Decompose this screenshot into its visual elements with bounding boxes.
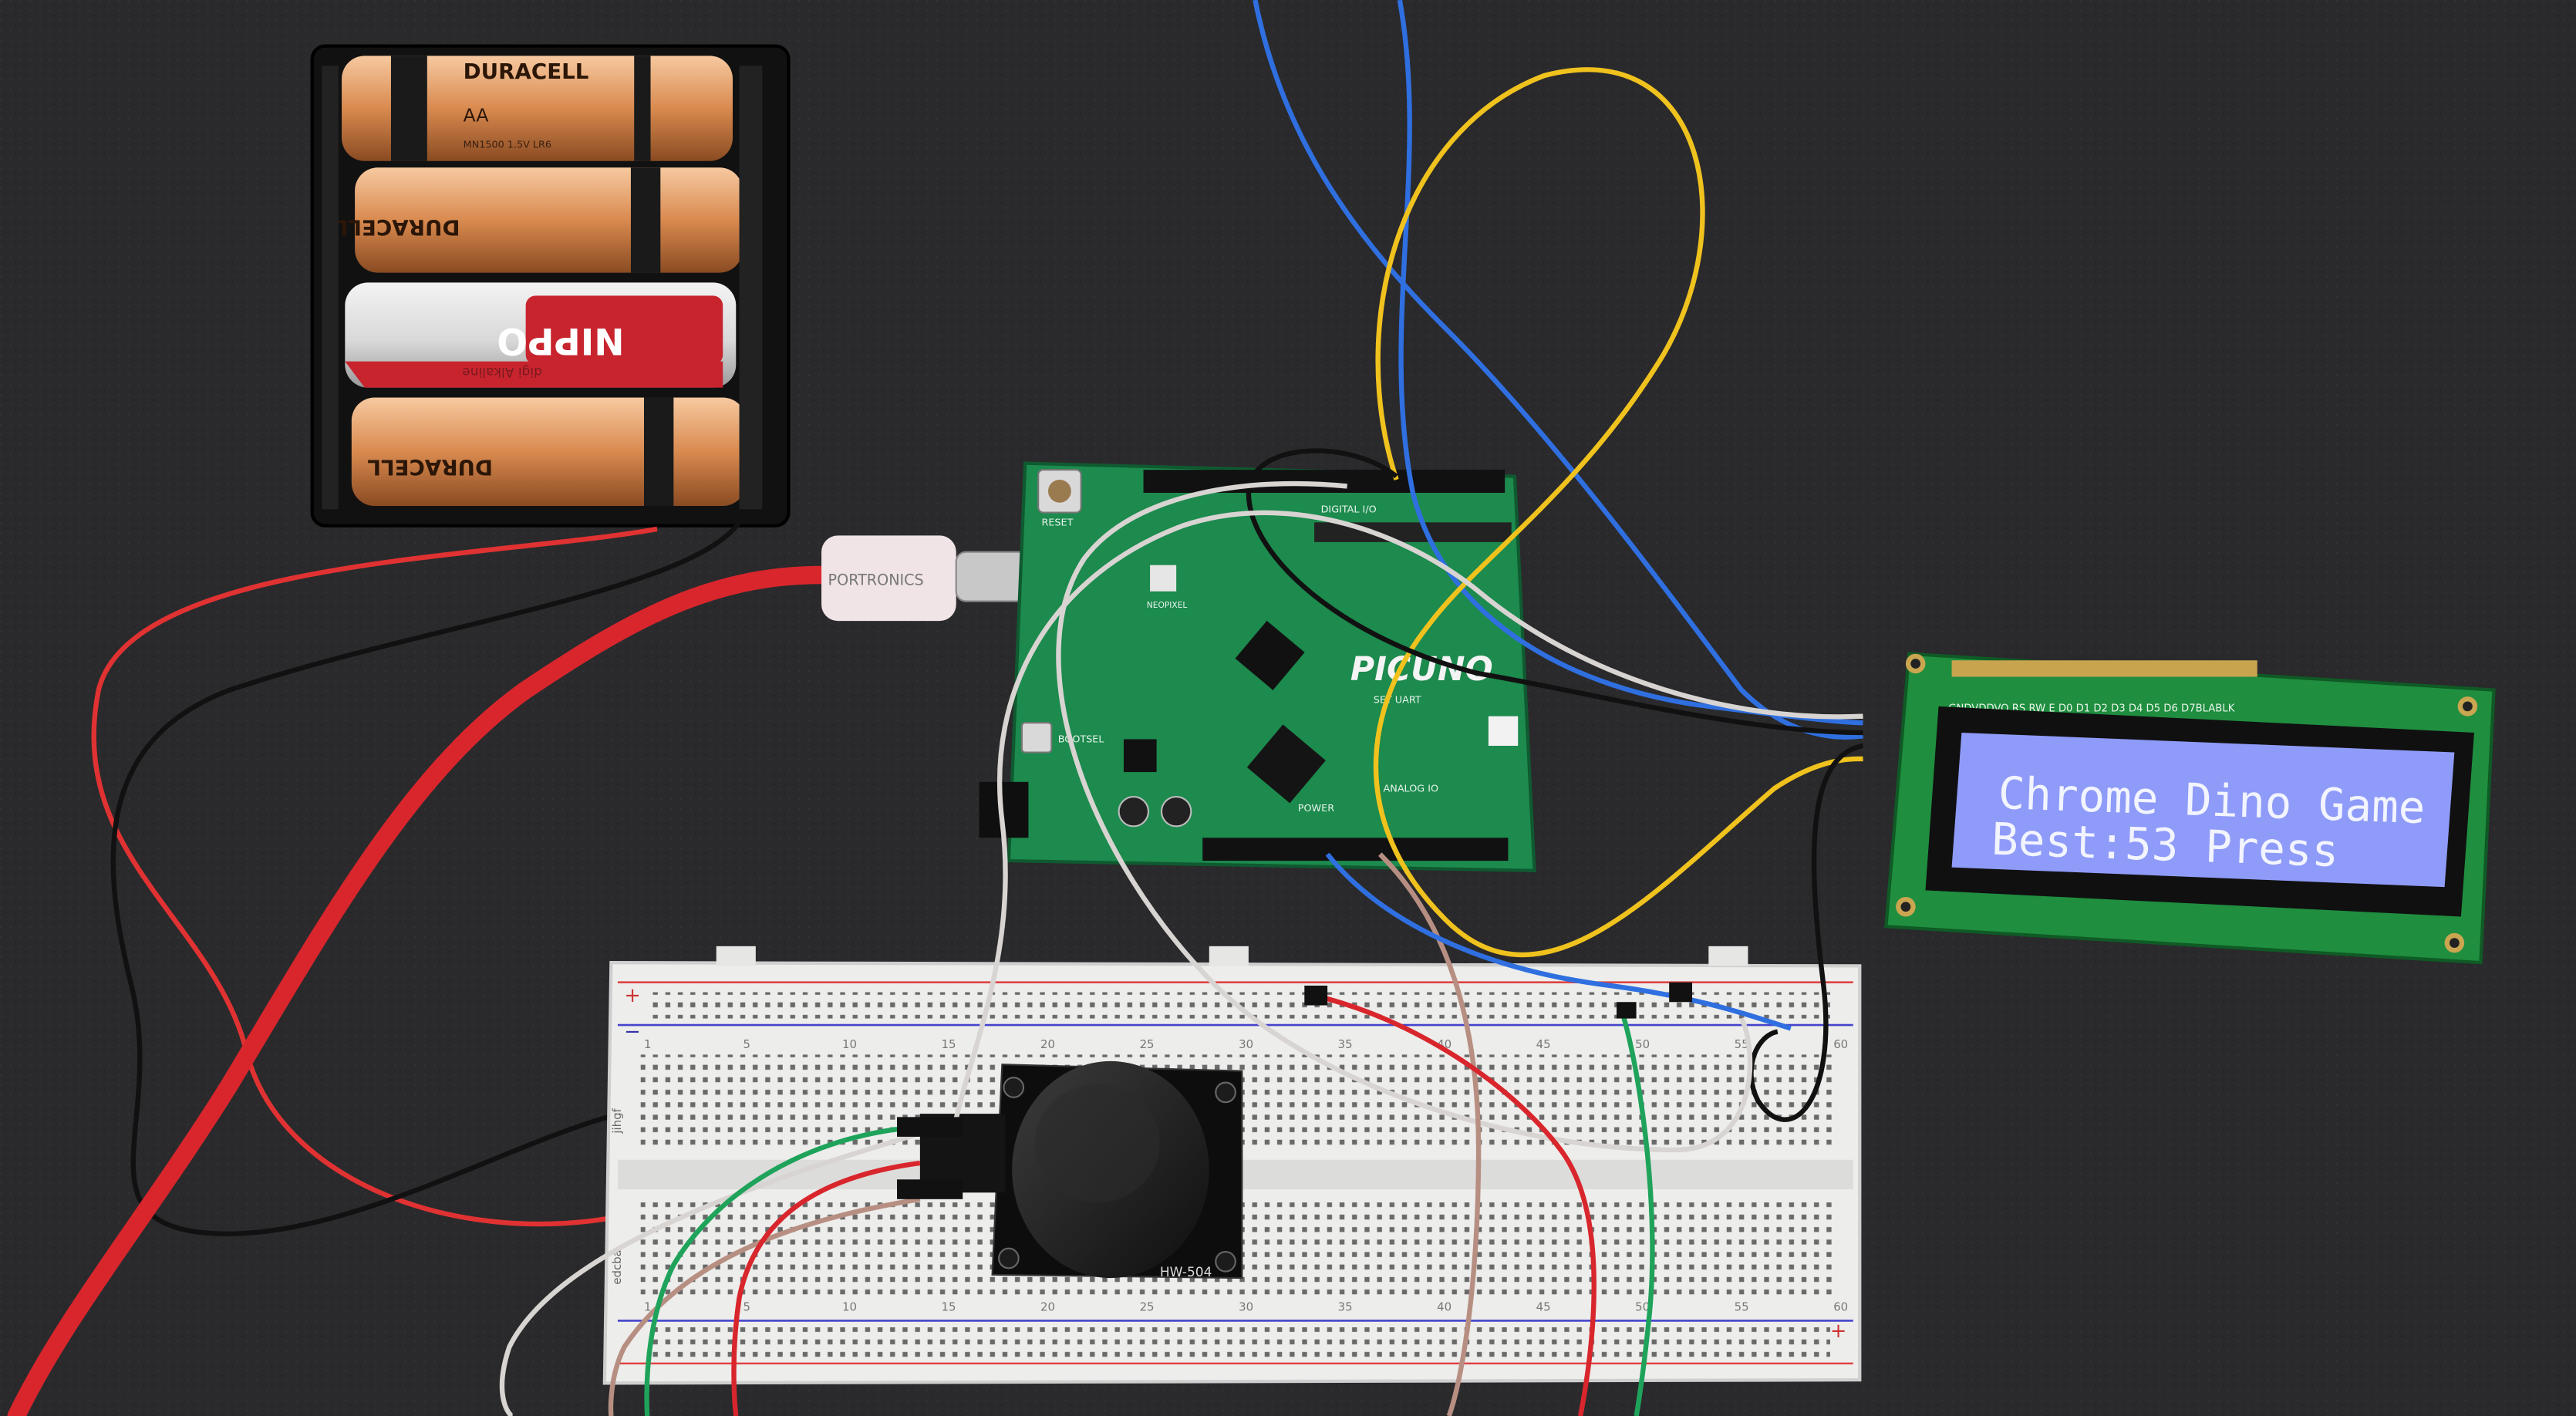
column-number: 55	[1735, 1037, 1749, 1051]
wire-brown	[1378, 852, 1482, 1416]
lcd-line-2: Best:53 Press	[1991, 814, 2339, 878]
joystick-module[interactable]: HW-504	[919, 1060, 1243, 1280]
battery-1-size: AA	[464, 105, 489, 126]
column-number: 10	[842, 1037, 857, 1051]
row-letters-top: jihgf	[610, 1108, 624, 1134]
column-number: 15	[942, 1037, 956, 1051]
usb-brand: PORTRONICS	[828, 571, 924, 588]
row-letters-bottom: edcba	[610, 1249, 624, 1284]
picuno-board: RESET BOOTSEL NEOPIXEL PICUNO DIGITAL I/…	[979, 461, 1536, 873]
column-number: 40	[1437, 1300, 1452, 1314]
column-number: 60	[1833, 1300, 1848, 1314]
battery-3-specs: digi Alkaline	[462, 364, 542, 379]
battery-1-specs: MN1500 1.5V LR6	[464, 140, 551, 151]
bootsel-button[interactable]	[1020, 722, 1053, 754]
battery-4: DURACELL	[351, 397, 747, 507]
wire-white-2	[1056, 480, 1753, 1153]
column-number: 50	[1635, 1037, 1650, 1051]
rail-plus-top: +	[624, 984, 640, 1007]
power-label: POWER	[1298, 803, 1334, 814]
column-number: 25	[1140, 1037, 1155, 1051]
main-chip	[1235, 620, 1305, 690]
usb-connector: PORTRONICS	[821, 535, 1030, 622]
battery-black-wire	[110, 521, 758, 1236]
battery-holder: DURACELL AA MN1500 1.5V LR6 DURACELL NIP…	[310, 44, 791, 528]
wire-brown-2	[608, 1196, 921, 1416]
digital-label: DIGITAL I/O	[1321, 504, 1377, 516]
reset-label: RESET	[1041, 518, 1073, 529]
column-number: 50	[1635, 1300, 1650, 1314]
wire-black-board	[1246, 448, 1863, 736]
wire-red-3	[731, 1160, 921, 1416]
battery-2-brand: DURACELL	[335, 214, 460, 240]
wire-white-3	[499, 1131, 921, 1416]
wire-blue-1	[1253, 0, 1863, 740]
column-number: 1	[644, 1300, 651, 1314]
column-number: 15	[942, 1300, 956, 1314]
wire-green-1	[1620, 1014, 1655, 1416]
battery-1-brand: DURACELL	[464, 59, 589, 84]
column-number: 55	[1735, 1300, 1749, 1314]
wire-green-2	[644, 1124, 921, 1416]
column-number: 5	[743, 1300, 750, 1314]
column-number: 45	[1536, 1037, 1551, 1051]
wire-blue-3	[1325, 852, 1792, 1031]
analog-label: ANALOG IO	[1384, 784, 1438, 795]
column-number: 25	[1140, 1300, 1155, 1314]
column-number: 5	[743, 1037, 750, 1051]
battery-2: DURACELL	[335, 167, 743, 273]
column-number: 35	[1338, 1300, 1353, 1314]
rail-plus-bottom: +	[1830, 1320, 1846, 1343]
usb-cable-red	[7, 565, 831, 1416]
column-number: 30	[1239, 1300, 1253, 1314]
wire-red-2	[1313, 993, 1597, 1416]
column-number: 45	[1536, 1300, 1551, 1314]
column-number: 60	[1833, 1037, 1848, 1051]
wire-yellow	[1373, 67, 1863, 958]
neopixel-label: NEOPIXEL	[1147, 600, 1188, 610]
flash-chip	[1246, 724, 1326, 804]
joystick-model: HW-504	[1160, 1265, 1212, 1280]
battery-3-brand: NIPPO	[497, 319, 624, 361]
lcd-screen	[1951, 732, 2455, 888]
column-number: 10	[842, 1300, 857, 1314]
column-number: 1	[644, 1037, 651, 1051]
wire-white-1	[950, 510, 1863, 1134]
uart-label: SET UART	[1374, 695, 1421, 706]
column-number: 20	[1040, 1037, 1055, 1051]
column-number: 30	[1239, 1037, 1253, 1051]
column-numbers: 1155101015152020252530303535404045455050…	[644, 1037, 1848, 1314]
rail-minus-top: −	[624, 1020, 640, 1043]
battery-3: NIPPO digi Alkaline	[345, 282, 737, 388]
battery-1: DURACELL AA MN1500 1.5V LR6	[342, 56, 733, 161]
lcd-module: GNDVDDVO RS RW E D0 D1 D2 D3 D4 D5 D6 D7…	[1884, 652, 2496, 965]
column-number: 20	[1040, 1300, 1055, 1314]
column-number: 35	[1338, 1037, 1353, 1051]
battery-4-brand: DURACELL	[367, 454, 493, 480]
bootsel-label: BOOTSEL	[1058, 734, 1105, 746]
